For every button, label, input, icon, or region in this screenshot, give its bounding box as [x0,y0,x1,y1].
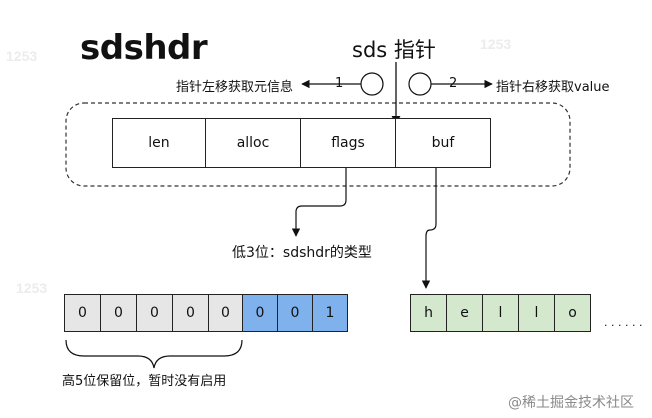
flag-bit: 0 [100,294,137,332]
diagram-title: sdshdr [80,28,208,68]
bg-watermark: 1253 [16,280,48,296]
flags-caption: 低3位：sdshdr的类型 [232,245,372,261]
left-step-number: 1 [335,76,344,91]
flag-bit: 0 [172,294,209,332]
buf-char: e [446,294,483,332]
flag-bit: 0 [242,294,278,332]
right-move-label: 指针右移获取value [496,80,610,95]
header-field-len: len [112,118,206,168]
reserved-caption: 高5位保留位，暂时没有启用 [62,374,227,389]
header-field-alloc: alloc [205,118,301,168]
left-move-label: 指针左移获取元信息 [176,80,294,95]
flags-arrow [291,168,347,237]
buf-arrow [421,168,437,289]
flag-bit: 0 [64,294,101,332]
right-step-number: 2 [449,76,458,91]
sdshdr-container [65,102,571,187]
left-move-circle [360,72,384,96]
flag-bit: 1 [312,294,348,332]
header-field-flags: flags [300,118,396,168]
flag-bit: 0 [277,294,313,332]
watermark-text: @稀土掘金技术社区 [508,395,634,411]
buf-char: l [518,294,555,332]
flag-bit: 0 [208,294,243,332]
buf-char: l [482,294,519,332]
header-field-buf: buf [395,118,491,168]
buf-char: o [554,294,591,332]
bg-watermark: 1253 [480,36,512,52]
pointer-label: sds 指针 [352,38,436,62]
flag-bit: 0 [136,294,173,332]
right-move-circle [408,72,432,96]
buf-char: h [410,294,447,332]
buf-ellipsis: . . . . . . [604,316,643,329]
bg-watermark: 1253 [6,48,38,64]
reserved-brace [65,339,243,369]
